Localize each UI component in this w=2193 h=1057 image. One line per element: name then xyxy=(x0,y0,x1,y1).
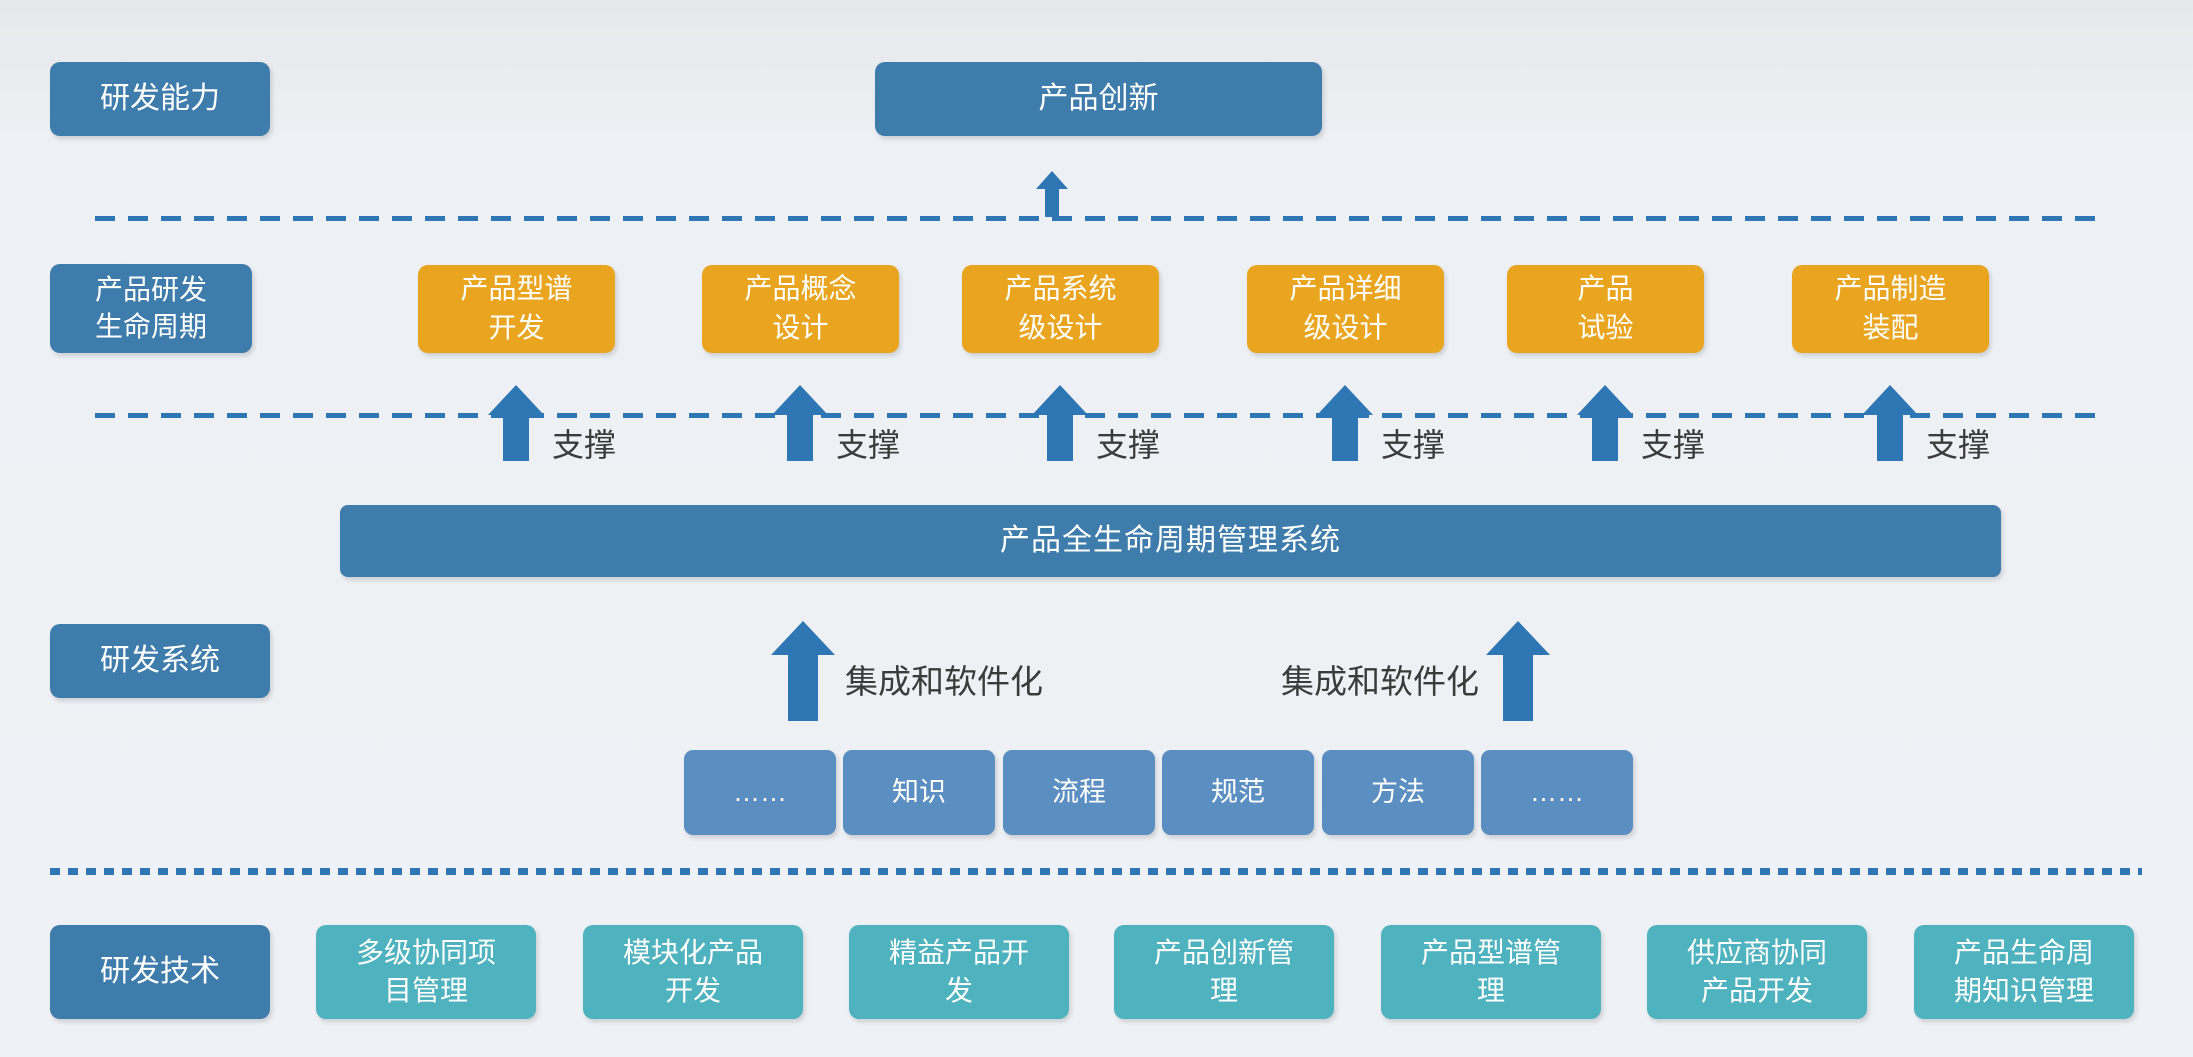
support-label: 支撑 xyxy=(552,427,617,463)
up-arrow-icon xyxy=(771,621,835,721)
system-row-label: 研发系统 xyxy=(50,624,270,698)
support-label: 支撑 xyxy=(1641,427,1706,463)
system-element: …… xyxy=(684,750,836,835)
support-label: 支撑 xyxy=(1096,427,1161,463)
lifecycle-stage: 产品系统 级设计 xyxy=(962,265,1159,353)
up-arrow-icon xyxy=(488,385,544,461)
up-arrow-icon xyxy=(1862,385,1918,461)
up-arrow-icon xyxy=(1032,385,1088,461)
support-label: 支撑 xyxy=(836,427,901,463)
integration-label: 集成和软件化 xyxy=(845,663,1043,700)
plm-system-banner: 产品全生命周期管理系统 xyxy=(340,505,2001,577)
up-arrow-icon xyxy=(1036,171,1068,217)
technology-item: 多级协同项 目管理 xyxy=(316,925,536,1019)
technology-item: 产品型谱管 理 xyxy=(1381,925,1601,1019)
technology-row-label: 研发技术 xyxy=(50,925,270,1019)
divider-dashed-middle xyxy=(95,413,2105,418)
capability-row-label: 研发能力 xyxy=(50,62,270,136)
divider-dotted-bottom xyxy=(50,868,2142,875)
integration-label: 集成和软件化 xyxy=(1281,663,1479,700)
lifecycle-row-label: 产品研发 生命周期 xyxy=(50,264,252,353)
technology-item: 供应商协同 产品开发 xyxy=(1647,925,1867,1019)
lifecycle-stage: 产品型谱 开发 xyxy=(418,265,615,353)
system-element: 知识 xyxy=(843,750,995,835)
technology-item: 产品创新管 理 xyxy=(1114,925,1334,1019)
lifecycle-stage: 产品详细 级设计 xyxy=(1247,265,1444,353)
system-element: 流程 xyxy=(1003,750,1155,835)
lifecycle-stage: 产品制造 装配 xyxy=(1792,265,1989,353)
lifecycle-stage: 产品 试验 xyxy=(1507,265,1704,353)
support-label: 支撑 xyxy=(1381,427,1446,463)
product-innovation-box: 产品创新 xyxy=(875,62,1322,136)
up-arrow-icon xyxy=(1577,385,1633,461)
system-element: 方法 xyxy=(1322,750,1474,835)
technology-item: 精益产品开 发 xyxy=(849,925,1069,1019)
divider-dashed-top xyxy=(95,216,2105,221)
lifecycle-stage: 产品概念 设计 xyxy=(702,265,899,353)
up-arrow-icon xyxy=(772,385,828,461)
system-element: 规范 xyxy=(1162,750,1314,835)
technology-item: 产品生命周 期知识管理 xyxy=(1914,925,2134,1019)
system-element: …… xyxy=(1481,750,1633,835)
support-label: 支撑 xyxy=(1926,427,1991,463)
up-arrow-icon xyxy=(1317,385,1373,461)
technology-item: 模块化产品 开发 xyxy=(583,925,803,1019)
up-arrow-icon xyxy=(1486,621,1550,721)
